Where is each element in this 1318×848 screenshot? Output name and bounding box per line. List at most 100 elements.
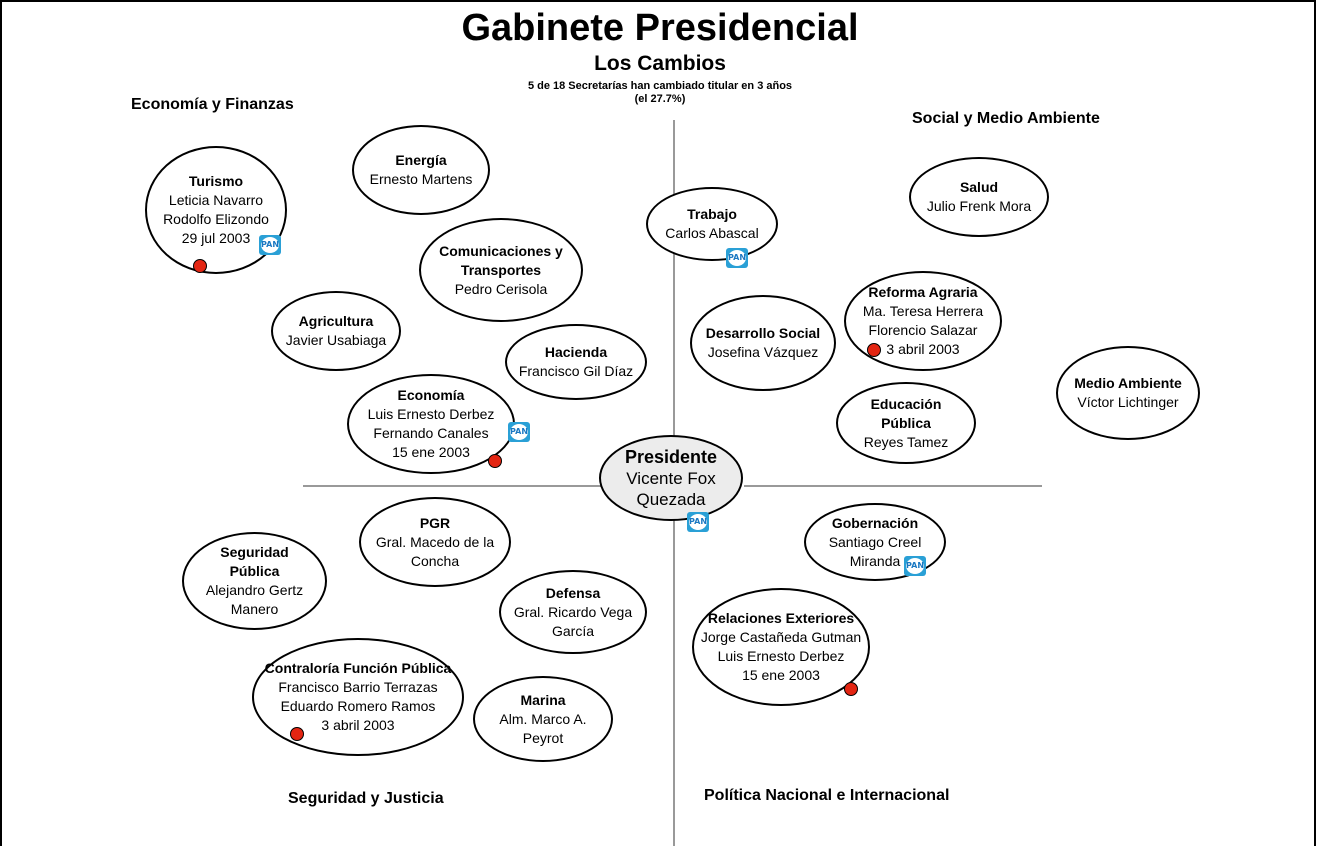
holder-line: Jorge Castañeda Gutman — [700, 629, 862, 645]
quadrant-label-economia: Economía y Finanzas — [131, 96, 294, 113]
secretaria-name: Salud — [959, 179, 999, 195]
holder-line: Gral. Macedo de la — [375, 533, 495, 550]
holder-line: Leticia Navarro — [168, 192, 264, 208]
secretaria-name: PGR — [419, 514, 451, 531]
holder-line: Alejandro Gertz — [205, 582, 304, 598]
holder-line: Ma. Teresa Herrera — [862, 303, 984, 319]
pan-logo-text: PAN — [906, 558, 924, 574]
holder-line: Ernesto Martens — [369, 171, 473, 187]
secretaria-name: Reforma Agraria — [868, 284, 978, 300]
change-percentage: (el 27.7%) — [634, 93, 686, 105]
secretaria-name: Agricultura — [298, 313, 374, 329]
pan-logo-text: PAN — [728, 250, 746, 266]
pan-logo-icon: PAN — [726, 248, 748, 268]
secretaria-name: Turismo — [188, 173, 244, 189]
holder-line: Francisco Barrio Terrazas — [278, 679, 438, 695]
pan-logo-text: PAN — [689, 514, 707, 530]
change-marker-icon — [290, 727, 304, 741]
secretaria-name: Hacienda — [544, 344, 608, 360]
secretaria-name: Comunicaciones y Transportes — [439, 242, 563, 278]
holder-line: Javier Usabiaga — [285, 332, 387, 348]
holder-line: Manero — [230, 601, 279, 617]
holder-line: Fernando Canales — [373, 425, 489, 441]
holder-line: Víctor Lichtinger — [1077, 394, 1179, 410]
holder-line: 15 ene 2003 — [742, 667, 820, 683]
secretaria-name: Medio Ambiente — [1074, 375, 1182, 391]
pan-logo-icon: PAN — [904, 556, 926, 576]
secretaria-name: Gobernación — [831, 514, 919, 531]
holder-line: Luis Ernesto Derbez — [717, 648, 845, 664]
secretaria-name: Defensa — [545, 584, 601, 601]
holder-line: Gral. Ricardo Vega — [513, 603, 633, 620]
holder-line: Josefina Vázquez — [707, 344, 819, 360]
change-marker-icon — [844, 682, 858, 696]
holder-line: Carlos Abascal — [665, 225, 759, 241]
secretaria-name: Marina — [520, 691, 566, 708]
secretaria-name: Energía — [395, 152, 447, 168]
holder-line: Rodolfo Elizondo — [163, 211, 269, 227]
pan-logo-text: PAN — [261, 237, 279, 253]
diagram-title: Gabinete Presidencial — [461, 7, 859, 49]
secretaria-name: Relaciones Exteriores — [707, 610, 855, 626]
holder-line: 29 jul 2003 — [181, 230, 251, 246]
change-marker-icon — [867, 343, 881, 357]
holder-line: 3 abril 2003 — [321, 717, 395, 733]
holder-line: Santiago Creel — [828, 533, 922, 550]
secretaria-name: Educación Pública — [870, 395, 942, 431]
secretaria-name: Presidente — [624, 446, 718, 467]
secretaria-name: Trabajo — [687, 206, 737, 222]
horizontal-axis-right — [744, 485, 1042, 487]
secretaria-name: Economía — [397, 387, 465, 403]
holder-line: Eduardo Romero Ramos — [280, 698, 436, 714]
change-statistic: 5 de 18 Secretarías han cambiado titular… — [527, 80, 793, 92]
secretaria-name: Contraloría Función Pública — [264, 660, 452, 676]
quadrant-label-seguridad: Seguridad y Justicia — [288, 790, 444, 807]
holder-line: 3 abril 2003 — [886, 341, 960, 357]
pan-logo-icon: PAN — [687, 512, 709, 532]
holder-line: 15 ene 2003 — [392, 444, 470, 460]
change-marker-icon — [193, 259, 207, 273]
pan-logo-text: PAN — [510, 424, 528, 440]
holder-line: Concha — [410, 552, 460, 569]
quadrant-label-politica: Política Nacional e Internacional — [704, 787, 950, 804]
pan-logo-icon: PAN — [508, 422, 530, 442]
holder-line: Alm. Marco A. — [499, 710, 587, 727]
holder-line: Pedro Cerisola — [454, 280, 548, 297]
pan-logo-icon: PAN — [259, 235, 281, 255]
holder-line: Francisco Gil Díaz — [518, 363, 634, 379]
holder-line: Vicente Fox — [626, 468, 716, 488]
holder-line: Julio Frenk Mora — [926, 198, 1032, 214]
quadrant-label-social: Social y Medio Ambiente — [912, 110, 1100, 127]
bubble-pgr: PGR Gral. Macedo de la Concha — [359, 497, 511, 587]
change-marker-icon — [488, 454, 502, 468]
holder-line: Florencio Salazar — [868, 322, 978, 338]
holder-line: Luis Ernesto Derbez — [367, 406, 495, 422]
holder-line: Miranda — [849, 552, 901, 569]
diagram-subtitle: Los Cambios — [594, 52, 726, 75]
holder-line: Quezada — [636, 489, 706, 509]
holder-line: Reyes Tamez — [863, 433, 949, 450]
secretaria-name: Seguridad Pública — [220, 544, 289, 579]
holder-line: García — [551, 622, 594, 639]
holder-line: Peyrot — [522, 729, 564, 746]
horizontal-axis-left — [303, 485, 601, 487]
